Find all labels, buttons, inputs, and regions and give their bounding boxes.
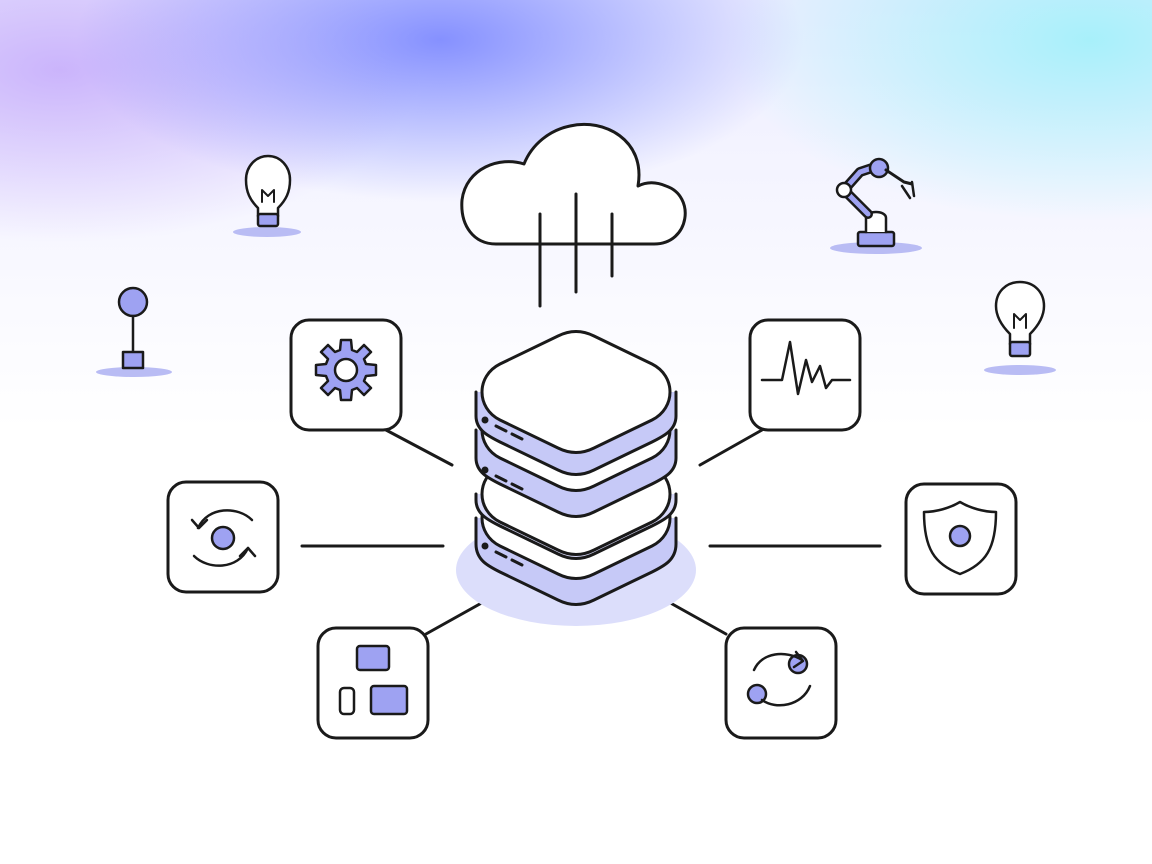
robot-arm-icon [830,157,922,254]
sync-node [166,480,280,594]
shield-node [904,482,1018,596]
joystick-icon [96,286,172,377]
gear-node [289,318,403,432]
sync-icon [190,509,257,567]
lightbulb-icon-left [233,154,301,237]
server-stack-icon [456,330,696,626]
gear-icon [314,338,378,402]
components-node [316,626,430,740]
exchange-node [724,626,838,740]
activity-pulse-icon [760,340,852,396]
components-icon [338,644,409,716]
exchange-icon [746,650,812,707]
shield-icon [922,500,998,576]
lightbulb-icon-right [984,280,1056,375]
activity-node [748,318,862,432]
cloud-upload-icon [460,122,687,308]
